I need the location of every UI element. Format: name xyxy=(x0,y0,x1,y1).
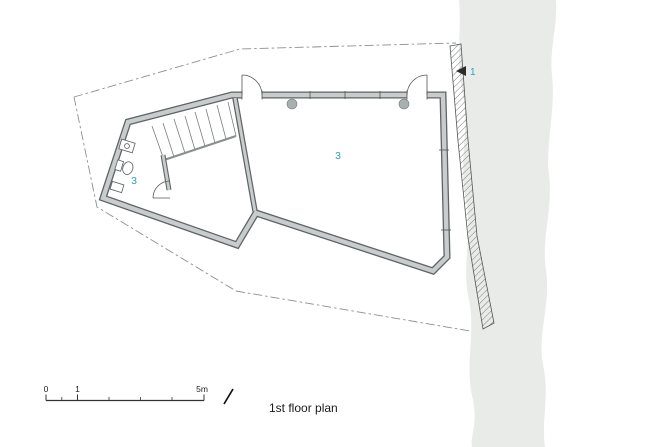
exterior-wall-core xyxy=(100,92,450,274)
bathroom-wall xyxy=(160,154,172,191)
door-opening xyxy=(242,90,262,100)
site-boundary xyxy=(73,42,471,332)
door-swing-icon xyxy=(406,74,428,96)
section-marker: 1 xyxy=(456,66,476,78)
section-marker-label: 1 xyxy=(470,67,476,78)
fixture xyxy=(109,180,125,194)
room-label-bathroom: 3 xyxy=(131,175,137,187)
retaining-wall-hatch xyxy=(449,43,495,330)
sink-fixture xyxy=(118,138,136,154)
door-opening xyxy=(407,90,427,100)
north-mark-icon xyxy=(223,388,234,405)
section-marker-arrow-icon xyxy=(456,66,466,76)
site-boundary-bottom xyxy=(235,290,471,332)
scale-bar: 0 1 5m xyxy=(44,384,208,402)
column xyxy=(398,98,410,110)
column xyxy=(286,98,298,110)
scale-label-0: 0 xyxy=(44,384,49,394)
room-label-main: 3 xyxy=(335,150,341,162)
site-boundary-left xyxy=(73,96,237,292)
scale-label-5m: 5m xyxy=(196,384,208,394)
building xyxy=(98,74,451,275)
exterior-wall-outline xyxy=(98,91,451,275)
terrain-area xyxy=(459,0,557,447)
scale-label-1: 1 xyxy=(75,384,80,394)
stairs xyxy=(151,101,237,162)
drawing-caption: 1st floor plan xyxy=(269,401,338,415)
door-swing-icon xyxy=(152,180,171,199)
site-boundary-top xyxy=(73,42,457,98)
toilet-fixture xyxy=(114,159,134,175)
stair-edge xyxy=(163,134,237,162)
interior-wall xyxy=(232,97,258,212)
door-swing-icon xyxy=(241,74,263,96)
